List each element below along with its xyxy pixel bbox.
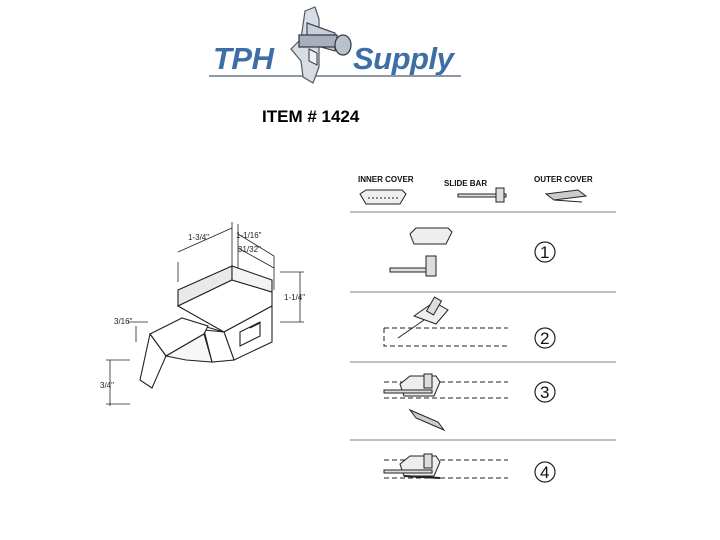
logo-text-supply: Supply <box>353 41 454 76</box>
dimension-lines <box>106 222 304 406</box>
tph-supply-logo: TPH Supply <box>205 5 475 90</box>
logo-text-tph: TPH <box>213 41 274 76</box>
dim-bar-thickness: 3/16" <box>114 317 133 326</box>
item-number-title: ITEM # 1424 <box>262 107 360 126</box>
step-number-4: 4 <box>540 463 549 482</box>
step-circle-2 <box>534 327 556 349</box>
step-circle-3 <box>534 381 556 403</box>
assembly-steps-diagram: INNER COVER SLIDE BAR OUTER COVER 1 2 <box>350 175 616 483</box>
part-label-inner-cover: INNER COVER <box>358 175 414 184</box>
part-label-slide-bar: SLIDE BAR <box>444 179 487 188</box>
step-4-drawing <box>383 453 508 479</box>
dim-bar-offset: 3/4" <box>100 381 114 390</box>
slide-bar-icon <box>457 187 507 203</box>
step-number-2: 2 <box>540 329 549 348</box>
step-3-drawing <box>383 373 508 432</box>
step-circle-4 <box>534 461 556 483</box>
outer-cover-icon <box>544 189 588 203</box>
step-number-3: 3 <box>540 383 549 402</box>
part-label-outer-cover: OUTER COVER <box>534 175 593 184</box>
step-separators <box>350 211 616 441</box>
latch-dimension-drawing: 1-3/4" 1-1/16" 31/32" 1-1/4" 3/16" 3/4" <box>100 222 305 406</box>
step-number-1: 1 <box>540 243 549 262</box>
step-2-drawing <box>383 296 508 347</box>
step-circle-1 <box>534 241 556 263</box>
dim-width-body: 1-1/16" <box>236 231 262 240</box>
latch-body <box>139 265 273 389</box>
logo-underline <box>209 75 461 77</box>
dim-width-overall: 1-3/4" <box>188 233 209 242</box>
step-1-drawing <box>389 227 453 277</box>
dim-width-inner: 31/32" <box>238 245 261 254</box>
inner-cover-icon <box>359 189 407 205</box>
latch-logo-icon <box>290 6 352 84</box>
dim-height: 1-1/4" <box>284 293 305 302</box>
